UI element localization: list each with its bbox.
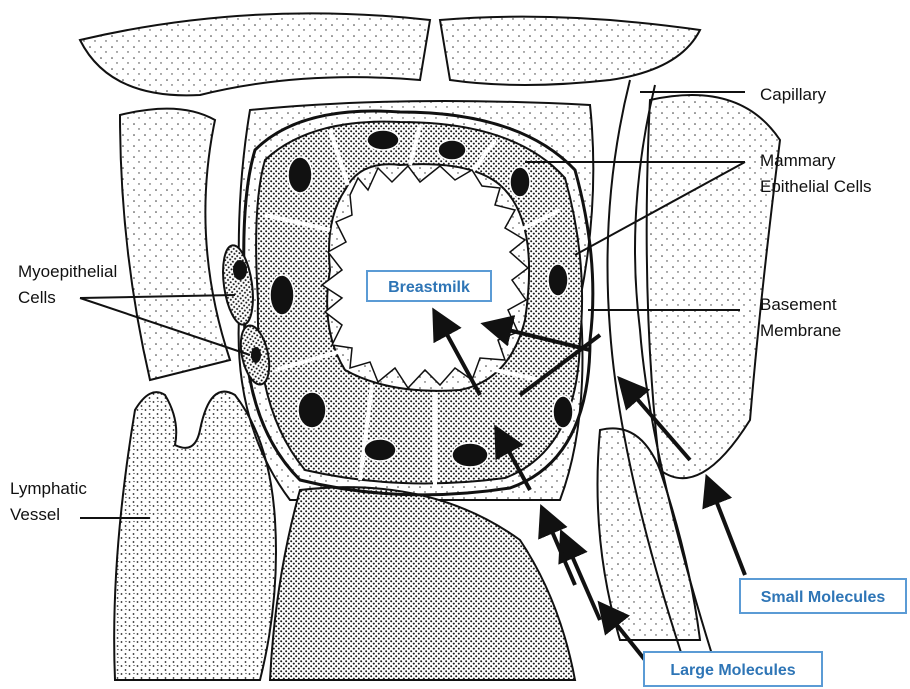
myoepithelial-label-line1: Myoepithelial bbox=[18, 262, 117, 281]
small-molecules-label: Small Molecules bbox=[761, 589, 886, 606]
lymphatic-label-line2: Vessel bbox=[10, 505, 60, 524]
breastmilk-box: Breastmilk bbox=[367, 271, 491, 301]
basement-label-line2: Membrane bbox=[760, 321, 841, 340]
basement-label-line1: Basement bbox=[760, 295, 837, 314]
large-molecules-box: Large Molecules bbox=[644, 652, 822, 686]
lymphatic-vessel bbox=[114, 392, 276, 680]
lower-dense-tissue bbox=[270, 487, 575, 680]
myoepithelial-label-line2: Cells bbox=[18, 288, 56, 307]
lymphatic-label-line1: Lymphatic bbox=[10, 479, 87, 498]
mammary-label-line1: Mammary bbox=[760, 151, 836, 170]
breastmilk-label: Breastmilk bbox=[388, 279, 470, 296]
small-molecules-box: Small Molecules bbox=[740, 579, 906, 613]
mammary-label-line2: Epithelial Cells bbox=[760, 177, 872, 196]
capillary-label: Capillary bbox=[760, 85, 827, 104]
large-molecules-label: Large Molecules bbox=[670, 662, 795, 679]
